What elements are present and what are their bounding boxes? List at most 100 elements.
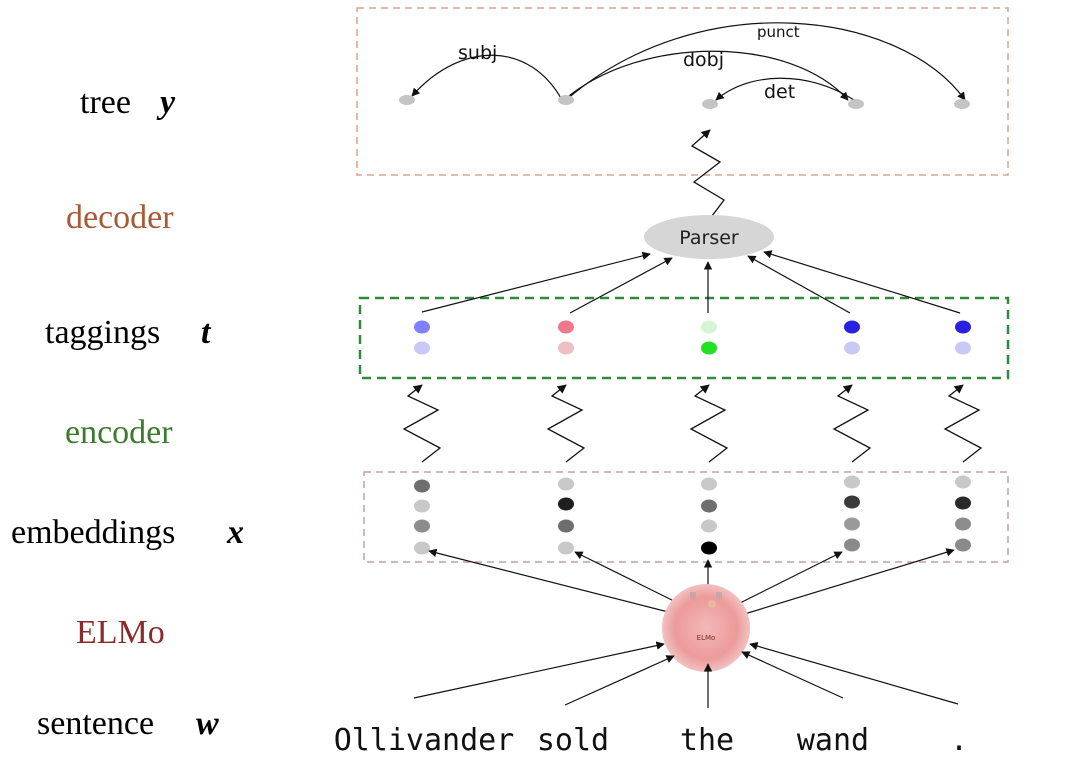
encoder-zigzag: [402, 384, 442, 463]
embedding-dot: [844, 475, 860, 489]
elmo-node-detail: [708, 600, 716, 608]
sentence-label: sentence: [37, 705, 154, 742]
elmo-node-detail: [716, 592, 722, 599]
tagging-dots: [414, 320, 971, 355]
arrow: [749, 642, 959, 705]
arrow: [428, 548, 681, 616]
arc-label-det: det: [764, 81, 795, 103]
tree-nodes: [399, 95, 970, 109]
stage-label-taggings: taggings t: [45, 314, 212, 351]
embedding-dot: [701, 519, 717, 533]
arc-label-punct: punct: [757, 23, 800, 41]
dependency-arcs: [411, 22, 966, 101]
embedding-dot: [558, 497, 574, 511]
sentence-var: w: [196, 705, 219, 742]
sentence-words: Ollivander sold the wand .: [334, 723, 968, 758]
tagging-dot: [414, 341, 430, 355]
decoder-label: decoder: [66, 199, 174, 236]
tagging-dot: [414, 320, 430, 334]
arrow: [421, 251, 651, 313]
tree-node: [399, 95, 415, 105]
embedding-dot: [955, 496, 971, 510]
arrow: [569, 257, 673, 314]
tagging-dot: [844, 320, 860, 334]
embedding-dot: [558, 519, 574, 533]
taggings-box: [358, 296, 1010, 380]
word: Ollivander: [334, 723, 515, 758]
tagging-dot: [955, 341, 971, 355]
word-to-elmo-arrows: [413, 641, 959, 708]
arrow: [763, 250, 961, 314]
embedding-dot: [414, 479, 430, 493]
tagging-dot: [558, 320, 574, 334]
arc-dobj: [563, 50, 849, 101]
embedding-dot: [701, 477, 717, 491]
encoder-zigzag: [546, 384, 586, 463]
tree-node: [702, 99, 718, 109]
tree-node: [558, 95, 574, 105]
encoder-zigzag: [832, 384, 872, 463]
taggings-var: t: [201, 314, 212, 351]
elmo-node-detail: [690, 592, 696, 599]
tagging-dot: [701, 320, 717, 334]
tree-node: [954, 99, 970, 109]
embedding-dot: [558, 477, 574, 491]
tagging-dot: [701, 341, 717, 355]
embeddings-box: [363, 471, 1009, 563]
tagging-to-parser-arrows: [421, 250, 961, 314]
arrow: [747, 255, 851, 314]
arc-subj: [411, 54, 563, 101]
embedding-dot: [414, 499, 430, 513]
tree-var: y: [156, 84, 176, 121]
embedding-dots: [414, 475, 971, 555]
elmo-node: [662, 584, 750, 672]
taggings-label: taggings: [45, 314, 160, 351]
tagging-dot: [955, 320, 971, 334]
embedding-dot: [414, 519, 430, 533]
embedding-dot: [558, 541, 574, 555]
encoder-label: encoder: [65, 414, 173, 451]
embedding-dot: [414, 541, 430, 555]
decoder-zigzag: [690, 129, 725, 221]
word: .: [950, 723, 968, 758]
embedding-dot: [844, 517, 860, 531]
arrow: [574, 551, 689, 609]
arrow: [729, 551, 843, 609]
encoder-zigzag: [943, 384, 983, 463]
embedding-dot: [844, 538, 860, 552]
tagging-dot: [844, 341, 860, 355]
stage-label-embeddings: embeddings x: [11, 514, 244, 551]
word: the: [680, 723, 734, 758]
arc-label-dobj: dobj: [683, 49, 724, 71]
arc-punct: [565, 22, 966, 101]
tree-node: [848, 99, 864, 109]
embeddings-var: x: [226, 514, 244, 551]
embedding-dot: [955, 538, 971, 552]
embedding-dot: [955, 475, 971, 489]
encoder-zigzag: [689, 384, 729, 463]
embedding-dot: [701, 541, 717, 555]
parser-label: Parser: [679, 227, 739, 249]
embeddings-label: embeddings: [11, 514, 175, 551]
stage-label-tree: tree y: [80, 84, 176, 121]
tree-label: tree: [80, 84, 131, 121]
arrow: [413, 641, 665, 699]
elmo-node-label: ELMo: [697, 634, 716, 642]
tagging-dot: [558, 341, 574, 355]
tree-box: [356, 7, 1009, 176]
arc-det: [715, 77, 855, 101]
arrow: [741, 651, 844, 699]
stage-label-sentence: sentence w: [37, 705, 219, 742]
word: wand: [797, 723, 869, 758]
arrow: [737, 548, 955, 617]
elmo-label: ELMo: [76, 614, 165, 651]
embedding-dot: [955, 517, 971, 531]
parser-node: [644, 215, 774, 259]
encoder-zigzags: [402, 384, 983, 463]
embedding-dot: [701, 499, 717, 513]
arrow: [564, 655, 675, 706]
elmo-to-embedding-arrows: [428, 548, 955, 617]
embedding-dot: [844, 495, 860, 509]
word: sold: [537, 723, 609, 758]
